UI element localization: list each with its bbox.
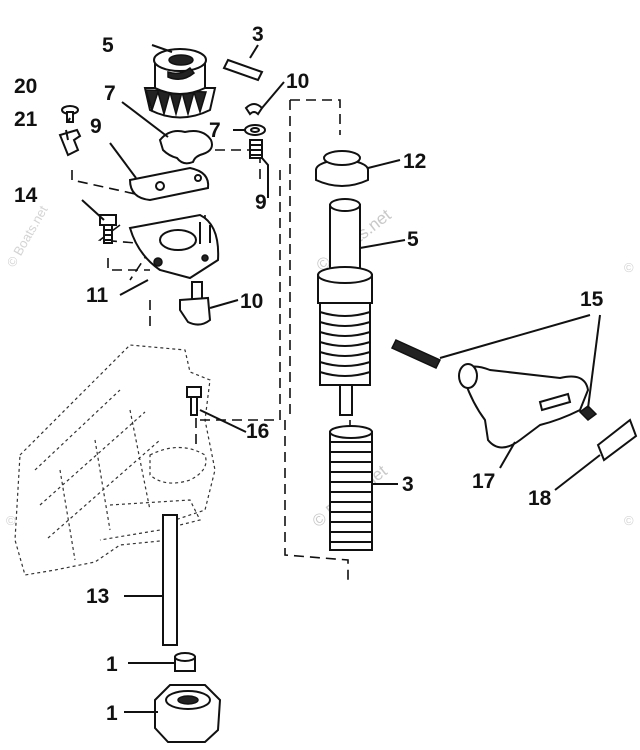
part-9-spring	[249, 139, 263, 159]
part-21-clip	[58, 128, 82, 157]
part-12-bracket	[128, 213, 220, 280]
assembly-lines	[71, 99, 351, 585]
part-16-rope	[390, 339, 442, 369]
part-17-screw	[186, 386, 202, 416]
swivel-bracket-ghost	[14, 344, 216, 576]
callout-labels: 5 3 10 7 7 9 20 21 9 14 11 10 16 12 5 3 …	[14, 23, 604, 725]
part-3-spring	[329, 425, 373, 551]
callout-9: 9	[255, 191, 267, 214]
callout-10-upper: 9	[90, 115, 102, 138]
callout-17: 16	[246, 420, 269, 443]
callout-15: 14	[14, 184, 38, 207]
callout-12: 11	[86, 284, 109, 307]
callout-13: 12	[403, 150, 426, 173]
callout-2: 1	[106, 653, 118, 676]
callout-5: 5	[102, 34, 114, 57]
part-13-bushing	[315, 150, 369, 187]
part-15-bolt	[99, 214, 117, 244]
part-14-shaft	[162, 514, 178, 646]
part-2-bushing	[174, 652, 196, 672]
callout-14: 13	[86, 585, 109, 608]
part-5-gear	[143, 48, 217, 119]
callout-10-lower: 10	[240, 290, 263, 313]
callout-1: 1	[106, 702, 118, 725]
part-10-upper-plate	[128, 166, 210, 202]
part-6-starter-spool	[317, 198, 373, 416]
part-1-bearing-block	[154, 684, 222, 743]
callout-19: 18	[528, 487, 552, 510]
part-18-handle	[458, 363, 590, 449]
part-11-clip	[244, 103, 264, 116]
watermark-right-edge: ©	[624, 260, 634, 275]
callout-7: 7	[104, 82, 116, 105]
callout-20: 20	[14, 75, 37, 98]
part-19-insert	[596, 418, 638, 462]
callout-21: 21	[14, 108, 38, 131]
callout-18: 17	[472, 470, 495, 493]
part-10-lower-cam	[179, 281, 212, 326]
part-4-pin	[222, 58, 264, 82]
callout-4: 3	[252, 23, 264, 46]
callout-11: 10	[286, 70, 309, 93]
watermark-bottom-left: ©	[6, 513, 16, 528]
callout-3: 3	[402, 473, 414, 496]
watermark-left-edge: © Boats.net	[4, 203, 51, 270]
part-7-spring-clip	[158, 130, 213, 165]
callout-6: 5	[407, 228, 419, 251]
leader-lines	[65, 44, 601, 713]
callout-8: 7	[209, 119, 221, 142]
part-16-knot	[578, 405, 598, 421]
watermark-bottom-right: ©	[624, 513, 634, 528]
part-20-screw	[61, 105, 79, 123]
part-8-washer	[244, 124, 266, 136]
callout-16: 15	[580, 288, 604, 311]
